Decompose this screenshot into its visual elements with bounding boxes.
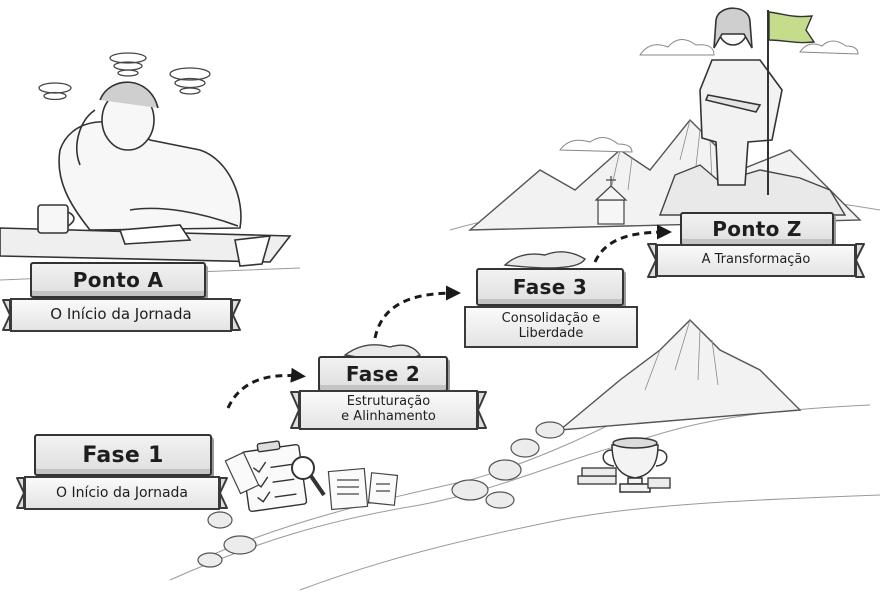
fase-3-plaque: Fase 3: [476, 268, 624, 306]
stressed-woman-illustration: [0, 81, 292, 267]
fase-3-title: Fase 3: [512, 275, 588, 299]
church-icon: [594, 176, 628, 225]
ponto-a-title: Ponto A: [72, 268, 164, 292]
ponto-z-title: Ponto Z: [712, 217, 802, 241]
green-flag-icon: [768, 11, 816, 44]
confident-woman-illustration: [699, 7, 783, 195]
fase-3-ribbon: Consolidação e Liberdade: [464, 306, 638, 348]
mountain-hatching: [611, 119, 719, 391]
ponto-z-ribbon: A Transformação: [656, 244, 856, 277]
fase-3-subtitle-line2: Liberdade: [518, 326, 584, 341]
fase-1-subtitle: O Início da Jornada: [55, 484, 188, 501]
ponto-a-subtitle: O Início da Jornada: [50, 305, 192, 324]
fase-2-ribbon: Estruturação e Alinhamento: [299, 390, 478, 430]
clouds: [559, 39, 859, 153]
books-icon: [577, 467, 671, 489]
progress-arrows: [226, 224, 672, 409]
fase-2-plaque: Fase 2: [318, 356, 448, 392]
fase-2-subtitle-line1: Estruturação: [346, 394, 431, 410]
fase-1-ribbon: O Início da Jornada: [24, 476, 220, 510]
clipboard-icon: [240, 440, 308, 513]
ponto-z-subtitle: A Transformação: [701, 252, 811, 268]
fase-2-title: Fase 2: [345, 362, 421, 386]
magnifier-icon: [291, 456, 326, 497]
fase-1-title: Fase 1: [82, 442, 164, 468]
path-stones: [197, 421, 565, 568]
fase-2-subtitle-line2: e Alinhamento: [341, 409, 436, 424]
ponto-a-plaque: Ponto A: [30, 262, 206, 298]
fase-3-subtitle-line1: Consolidação e: [501, 311, 601, 327]
arrow-fase1-to-fase2: [226, 367, 306, 409]
papers-icon: [224, 451, 399, 511]
stress-swirls-icon: [38, 52, 211, 101]
fase-1-plaque: Fase 1: [34, 434, 212, 476]
ponto-a-ribbon: O Início da Jornada: [10, 298, 232, 332]
ponto-z-plaque: Ponto Z: [680, 212, 834, 246]
arrow-fase2-to-fase3: [373, 285, 461, 339]
